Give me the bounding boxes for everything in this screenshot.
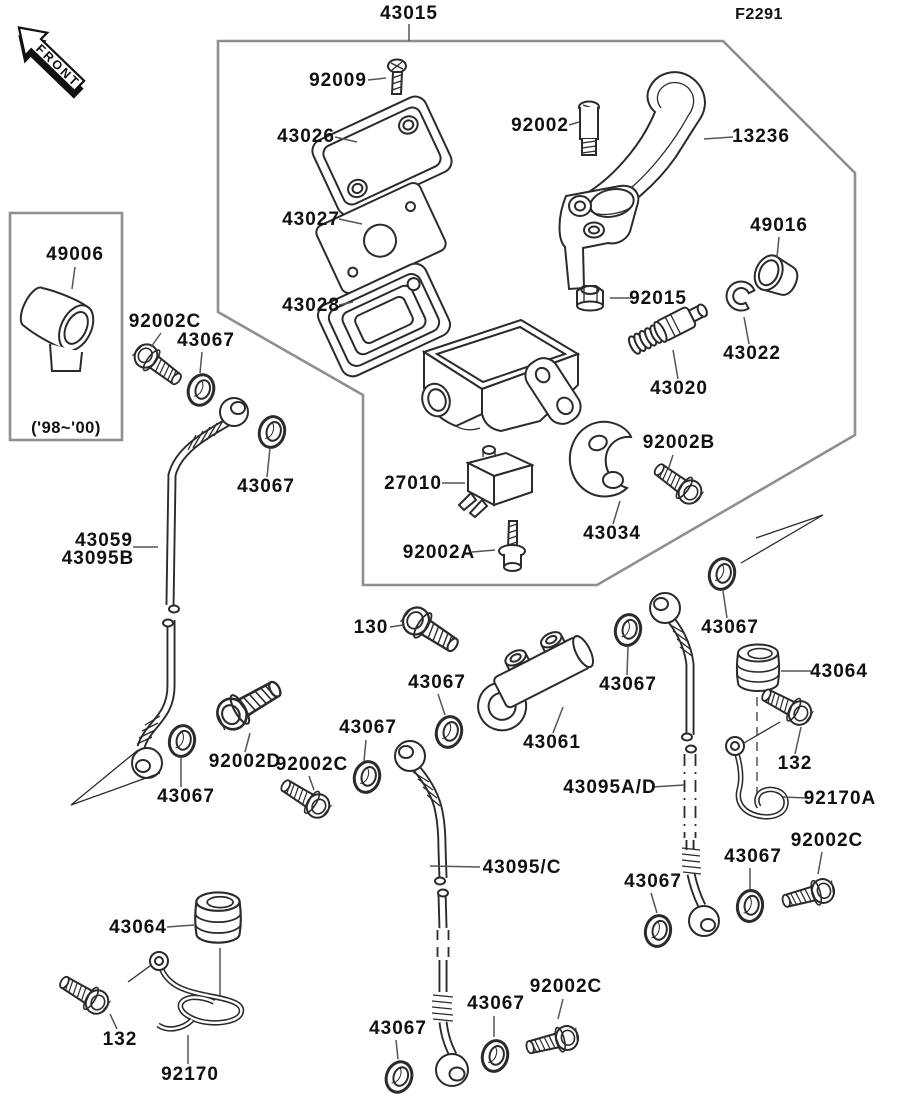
switch-screw-92002A (498, 520, 526, 572)
brake-hose-43059 (70, 397, 249, 806)
callout-43095B: 43095B (62, 548, 135, 569)
brake-hose-43095AD (649, 592, 720, 937)
handlebar-clamp-43034 (568, 420, 633, 498)
callout-43059: 43059 (75, 530, 133, 551)
grommet-43064-right (735, 643, 781, 692)
callout-49016: 49016 (750, 215, 808, 236)
clamp-bolt-92002B (648, 456, 708, 510)
pivot-bushing-49016 (753, 254, 799, 296)
variant-inset-box (8, 211, 124, 442)
callout-132-right: 132 (778, 753, 813, 774)
lever-pivot-bolt-92002 (578, 100, 600, 156)
union-bolt-130 (396, 600, 466, 661)
callout-27010: 27010 (384, 473, 442, 494)
callout-43095C: 43095/C (483, 857, 562, 878)
banjo-bolt-92002D (210, 671, 289, 737)
master-cylinder-body (421, 318, 582, 433)
callout-43027: 43027 (282, 209, 340, 230)
figure-code: F2291 (735, 6, 783, 23)
washer-43067-10 (380, 1056, 418, 1098)
piston-assembly-43020 (627, 303, 708, 355)
callout-92002C-1: 92002C (129, 311, 202, 332)
junction-block-43061 (477, 631, 595, 732)
brake-hose-43095C (394, 740, 469, 1087)
callout-43028: 43028 (282, 295, 340, 316)
cap-screw-92009 (387, 58, 407, 95)
washer-43067-2 (254, 412, 290, 452)
callout-49006: 49006 (46, 244, 104, 265)
washer-43067-3 (165, 721, 199, 761)
callout-92002B: 92002B (643, 432, 716, 453)
callout-13236: 13236 (732, 126, 790, 147)
callout-43067-2: 43067 (237, 476, 295, 497)
callout-92170: 92170 (161, 1064, 219, 1085)
leader-lines (71, 24, 823, 1064)
callout-92170A: 92170A (804, 788, 877, 809)
hose-clamp-92170A (725, 721, 789, 820)
front-direction-arrow: FRONT (17, 26, 86, 99)
banjo-bolt-92002C-2 (275, 772, 335, 824)
grommet-43064-left (194, 891, 242, 944)
callout-43015: 43015 (380, 3, 438, 24)
callout-43067-5: 43067 (339, 717, 397, 738)
washer-43067-9 (641, 911, 675, 951)
variant-note: ('98~'00) (31, 419, 101, 437)
callout-92009: 92009 (309, 70, 367, 91)
callout-43061: 43061 (523, 732, 581, 753)
callout-43067-8: 43067 (724, 846, 782, 867)
boot-49006 (19, 286, 95, 372)
washer-43067-5 (349, 757, 385, 797)
assembly-boundary-box (216, 39, 857, 587)
clamp-screw-132-right (756, 681, 817, 731)
circlip-43022 (725, 280, 756, 312)
callout-43026: 43026 (277, 126, 335, 147)
callout-92002C-3: 92002C (791, 830, 864, 851)
washer-43067-8 (733, 887, 767, 925)
callout-43067-11: 43067 (467, 993, 525, 1014)
callout-43064-left: 43064 (109, 917, 167, 938)
diaphragm-43028 (316, 262, 452, 378)
part-callouts: 43015 F2291 92009 43026 92002 13236 4302… (31, 3, 877, 1085)
washer-43067-4 (431, 712, 467, 752)
washer-43067-7 (704, 554, 740, 594)
stoplamp-switch-27010 (457, 445, 535, 519)
clamp-screw-132-left (53, 968, 114, 1020)
callout-43020: 43020 (650, 378, 708, 399)
brake-lever-13236 (558, 71, 706, 291)
reservoir-cap-43026 (311, 95, 453, 217)
callout-92015: 92015 (629, 288, 687, 309)
hose-routing-arrow-left (70, 749, 161, 806)
callout-43067-4: 43067 (408, 672, 466, 693)
callout-92002C-4: 92002C (530, 976, 603, 997)
callout-43067-1: 43067 (177, 330, 235, 351)
callout-92002: 92002 (511, 115, 569, 136)
callout-43067-9: 43067 (624, 871, 682, 892)
banjo-bolt-92002C-3 (778, 875, 838, 915)
callout-43067-7: 43067 (701, 617, 759, 638)
washer-43067-1 (182, 369, 220, 411)
washer-43067-11 (477, 1036, 513, 1076)
callout-43022: 43022 (723, 343, 781, 364)
callout-43067-10: 43067 (369, 1018, 427, 1039)
banjo-bolt-92002C-4 (522, 1022, 582, 1062)
callout-92002A: 92002A (403, 542, 476, 563)
callout-43064-right: 43064 (810, 661, 868, 682)
callout-92002C-2: 92002C (276, 754, 349, 775)
callout-130: 130 (354, 617, 389, 638)
washer-43067-6 (611, 610, 645, 650)
callout-92002D: 92002D (209, 751, 282, 772)
callout-43095AD: 43095A/D (563, 777, 657, 798)
callout-132-left: 132 (103, 1029, 138, 1050)
hose-routing-arrow-right (740, 514, 824, 564)
pivot-locknut-92015 (576, 285, 604, 312)
callout-43067-6: 43067 (599, 674, 657, 695)
callout-43067-3: 43067 (157, 786, 215, 807)
callout-43034: 43034 (583, 523, 641, 544)
hose-clamp-92170 (127, 951, 245, 1032)
